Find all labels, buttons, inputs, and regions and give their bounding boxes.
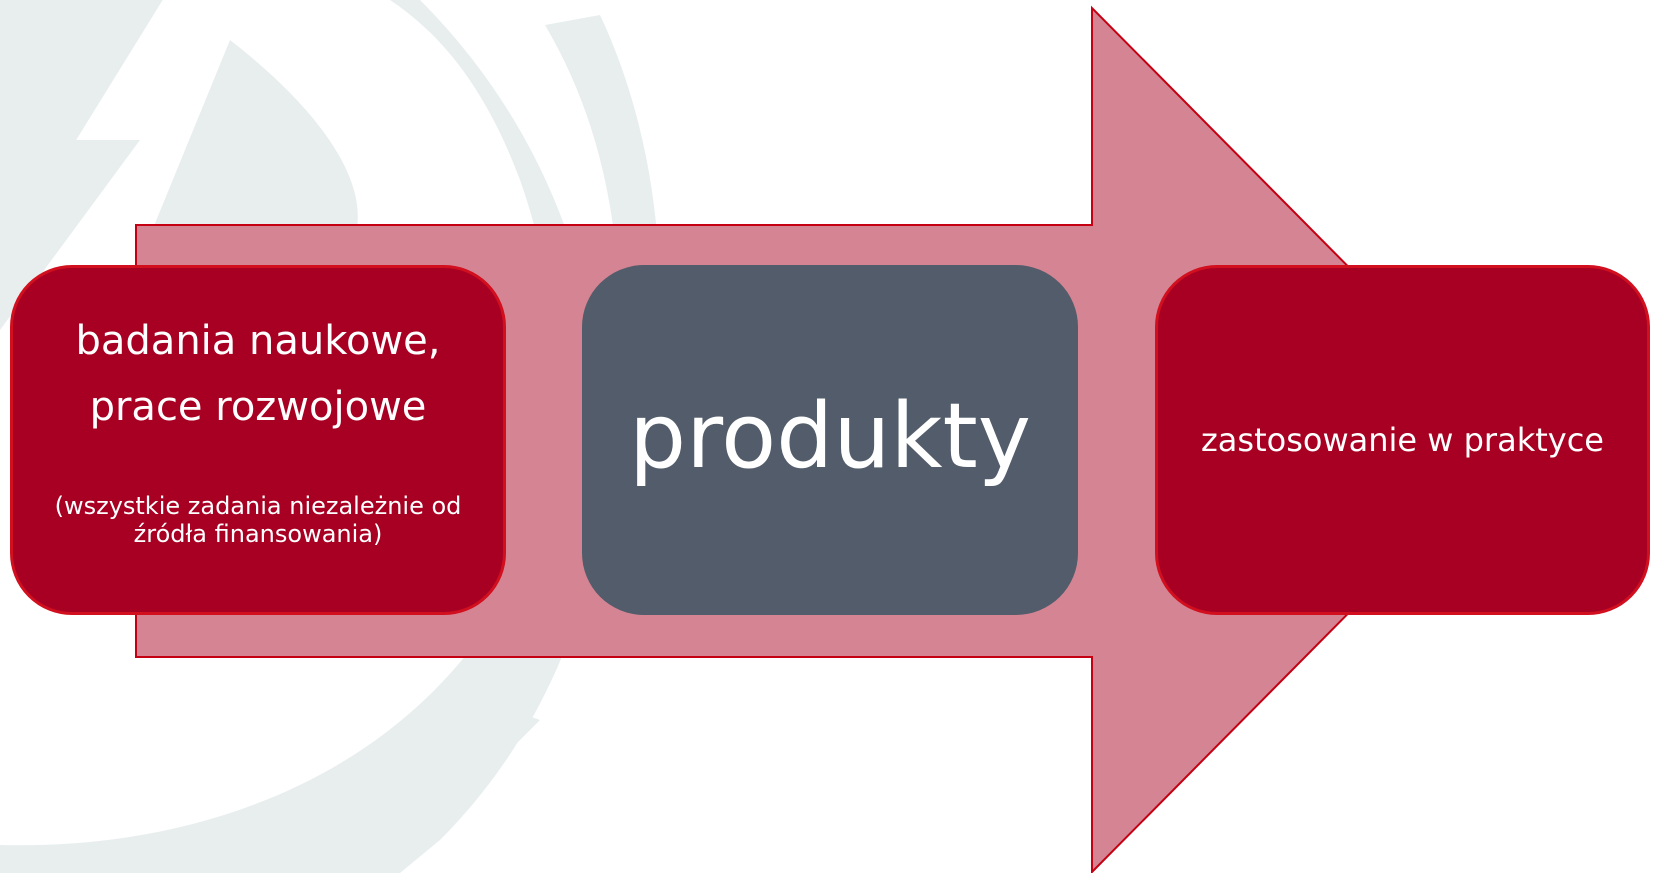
step-research-subtitle-line1: (wszystkie zadania niezależnie od xyxy=(54,492,462,520)
step-application-title: zastosowanie w praktyce xyxy=(1201,421,1604,459)
step-research-subtitle-line2: źródła finansowania) xyxy=(133,520,383,548)
step-products-box: produkty xyxy=(582,265,1078,615)
step-products-title: produkty xyxy=(628,384,1032,489)
step-research-title-line1: badania naukowe, xyxy=(75,318,441,364)
step-research-title-line2: prace rozwojowe xyxy=(89,384,427,430)
step-application-box: zastosowanie w praktyce xyxy=(1155,265,1650,615)
step-research-box: badania naukowe, prace rozwojowe (wszyst… xyxy=(10,265,506,615)
